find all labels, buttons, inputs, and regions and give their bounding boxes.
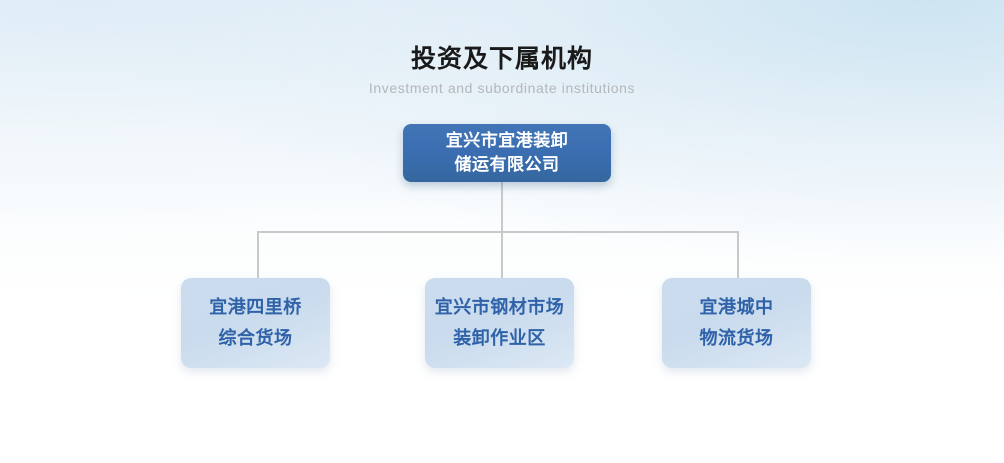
org-node-child-2-line1: 宜港城中 xyxy=(699,297,774,317)
org-node-child-1-line2: 装卸作业区 xyxy=(453,328,546,348)
connector-drop-child-0 xyxy=(257,231,259,280)
org-node-child-0-line2: 综合货场 xyxy=(218,328,293,348)
org-node-child-1[interactable]: 宜兴市钢材市场 装卸作业区 xyxy=(425,278,574,368)
page-subtitle: Investment and subordinate institutions xyxy=(368,80,636,96)
org-node-root[interactable]: 宜兴市宜港装卸 储运有限公司 xyxy=(403,124,611,182)
org-node-child-1-line1: 宜兴市钢材市场 xyxy=(434,297,565,317)
org-node-child-2[interactable]: 宜港城中 物流货场 xyxy=(662,278,811,368)
connector-root-stem xyxy=(501,182,503,233)
page-heading: 投资及下属机构 Investment and subordinate insti… xyxy=(0,44,1004,97)
org-node-child-2-line2: 物流货场 xyxy=(699,328,774,348)
connector-horizontal-bus xyxy=(258,231,739,233)
org-node-root-line2: 储运有限公司 xyxy=(454,155,560,174)
org-node-root-line1: 宜兴市宜港装卸 xyxy=(445,131,569,150)
org-node-child-0-line1: 宜港四里桥 xyxy=(209,297,302,317)
connector-drop-child-2 xyxy=(737,231,739,280)
page-title: 投资及下属机构 xyxy=(410,45,593,73)
org-node-child-0[interactable]: 宜港四里桥 综合货场 xyxy=(181,278,330,368)
connector-drop-child-1 xyxy=(501,231,503,280)
